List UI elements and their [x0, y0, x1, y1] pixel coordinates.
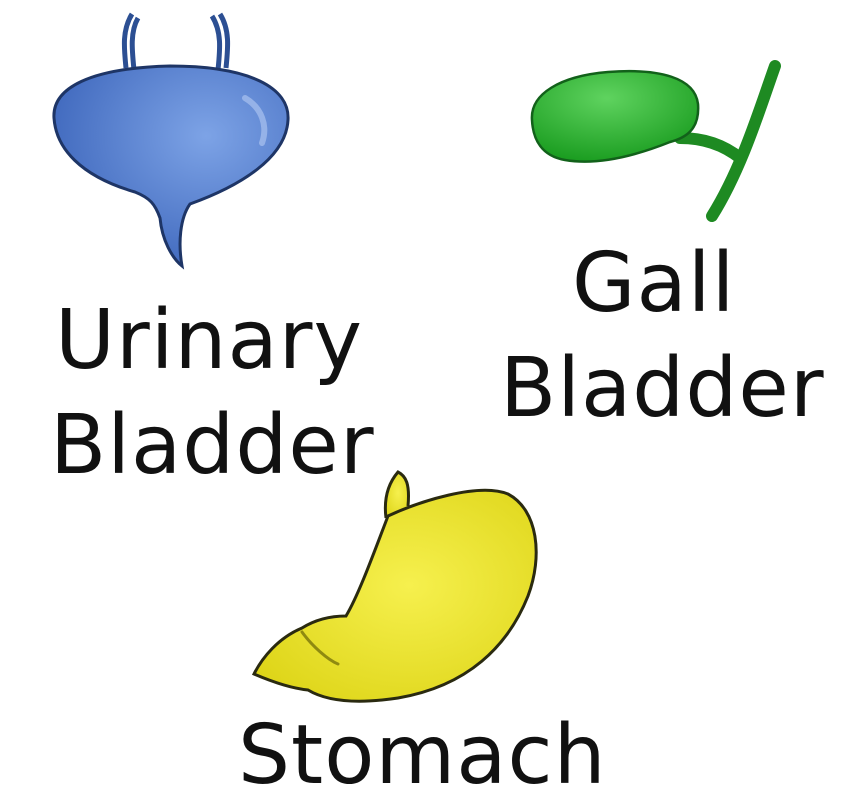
gall-bladder-label-line2: Bladder: [500, 348, 825, 430]
gall-bladder-icon: [520, 58, 790, 228]
urinary-bladder-icon: [40, 8, 300, 270]
stomach-label: Stomach: [238, 715, 607, 797]
urinary-bladder-label-line1: Urinary: [55, 300, 363, 382]
urinary-bladder-label-line2: Bladder: [50, 405, 375, 487]
gall-bladder-label-line1: Gall: [572, 243, 735, 325]
stomach-icon: [238, 466, 558, 710]
